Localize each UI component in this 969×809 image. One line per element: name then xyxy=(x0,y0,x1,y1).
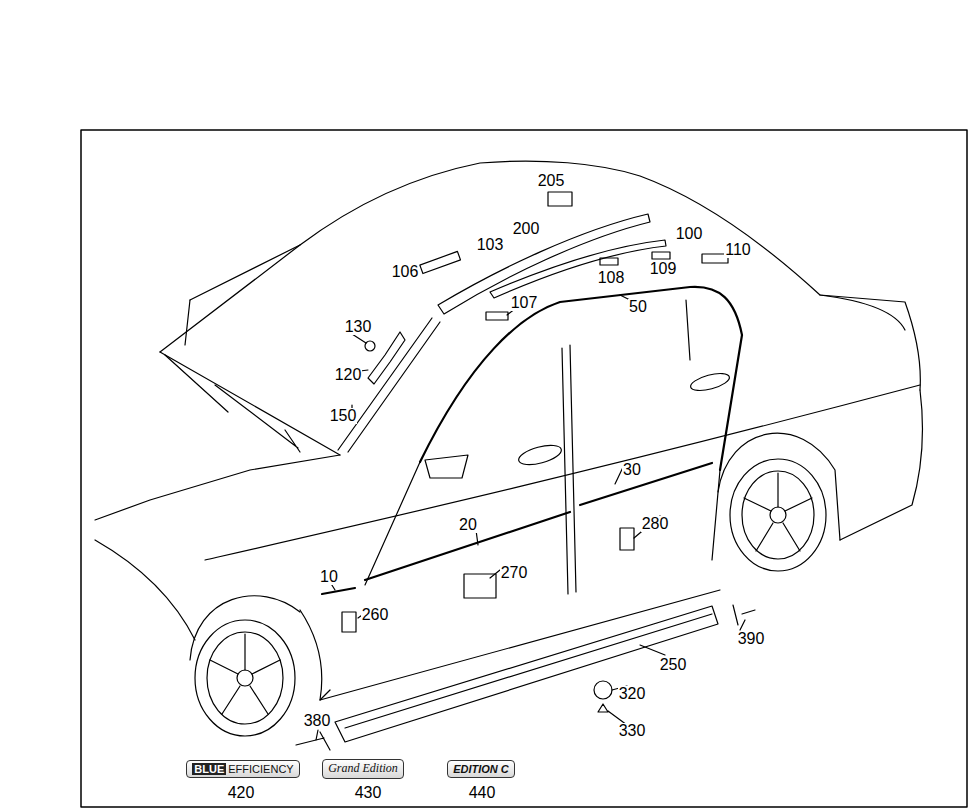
callout-number: 250 xyxy=(659,657,688,673)
callout-number: 205 xyxy=(537,173,566,189)
callout-number: 20 xyxy=(458,517,478,533)
callout-number: 260 xyxy=(361,607,390,623)
callout-number: 430 xyxy=(354,785,383,801)
callout-number: 108 xyxy=(597,270,626,286)
callout-number: 103 xyxy=(476,237,505,253)
callout-number: 270 xyxy=(500,565,529,581)
badge-emblem: EDITION C xyxy=(447,760,515,778)
callout-number: 50 xyxy=(628,299,648,315)
callout-number: 420 xyxy=(227,785,256,801)
callout-number: 390 xyxy=(737,631,766,647)
frame xyxy=(81,130,967,807)
callout-number: 110 xyxy=(724,242,752,258)
callout-number: 380 xyxy=(303,713,332,729)
callout-number: 10 xyxy=(319,569,339,585)
badge-text: EFFICIENCY xyxy=(228,763,293,775)
callout-number: 109 xyxy=(649,261,678,277)
badge-text: BLUE xyxy=(192,763,226,775)
callout-number: 440 xyxy=(468,785,497,801)
callout-number: 320 xyxy=(618,686,647,702)
callout-number: 200 xyxy=(512,221,541,237)
callout-number: 106 xyxy=(391,264,420,280)
callout-number: 120 xyxy=(334,367,363,383)
callout-number: 107 xyxy=(510,295,539,311)
callout-number: 130 xyxy=(344,319,373,335)
callout-number: 100 xyxy=(675,226,704,242)
callout-number: 280 xyxy=(641,516,670,532)
badge-text: EDITION C xyxy=(453,763,509,775)
callout-number: 150 xyxy=(329,408,358,424)
badge-emblem: BLUEEFFICIENCY xyxy=(186,760,299,778)
badge-text: Grand Edition xyxy=(328,762,398,775)
badge-emblem: Grand Edition xyxy=(322,759,404,778)
callout-number: 30 xyxy=(622,462,642,478)
callout-number: 330 xyxy=(618,723,647,739)
